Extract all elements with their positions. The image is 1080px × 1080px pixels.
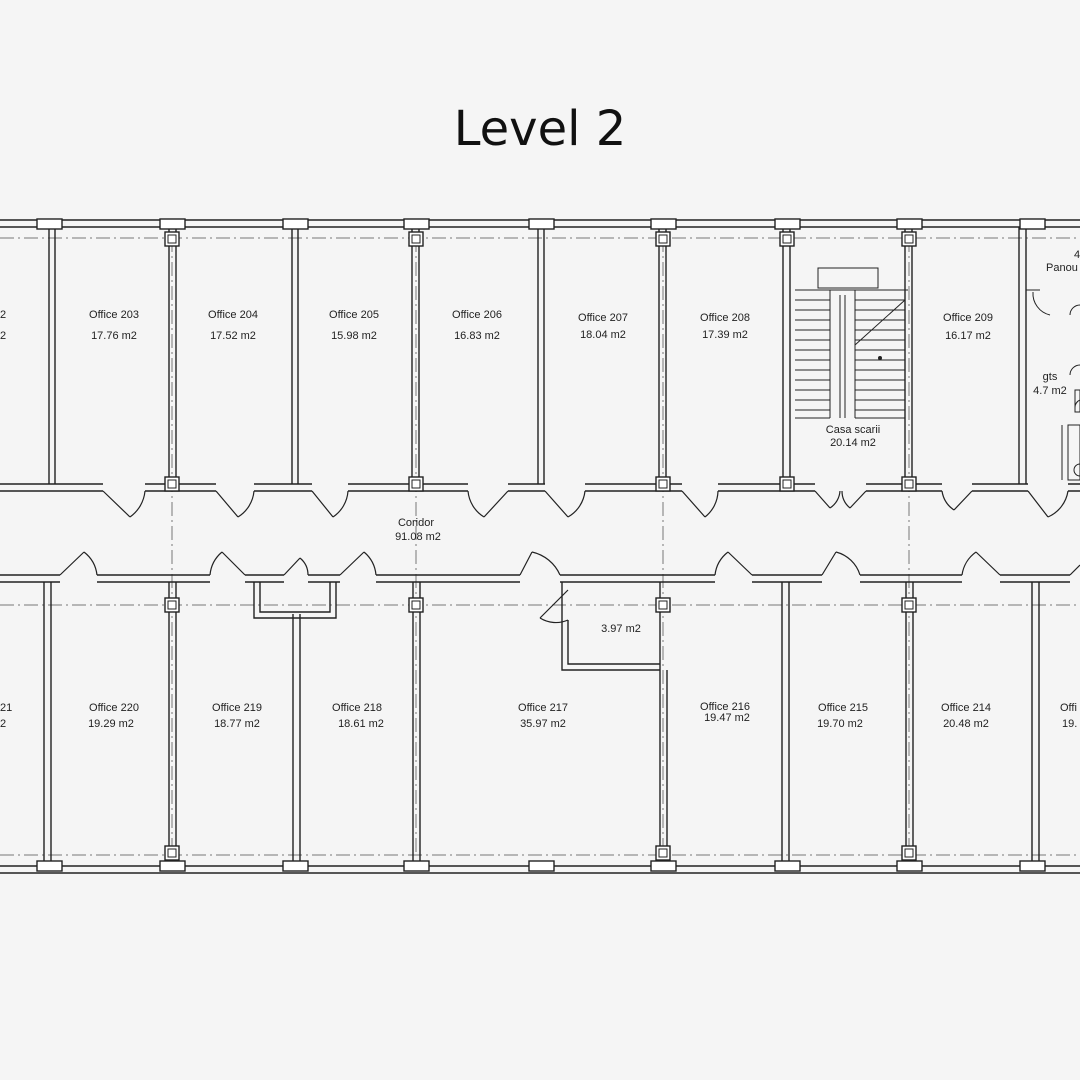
room-217-area: 35.97 m2 [520,718,566,730]
bottom-room-labels: 21 2 Office 220 19.29 m2 Office 219 18.7… [0,701,1077,730]
top-room-labels: 2 2 Office 203 17.76 m2 Office 204 17.52… [0,249,1080,449]
corridor-label: Coridor 91.08 m2 [395,517,441,543]
room-205-name: Office 205 [329,309,379,321]
room-218-area: 18.61 m2 [338,718,384,730]
room-213-area: 19. [1062,718,1077,730]
room-203-name: Office 203 [89,309,139,321]
room-209-name: Office 209 [943,312,993,324]
room-207-area: 18.04 m2 [580,329,626,341]
small-room-walls [561,582,660,671]
columns [164,231,917,861]
top-doors [102,490,1069,518]
room-214-name: Office 214 [941,702,991,714]
corridor-south-wall [0,574,1070,583]
room-220-area: 19.29 m2 [88,718,134,730]
room-219-name: Office 219 [212,702,262,714]
facade-mullions [36,218,1046,872]
top-partitions [48,227,1027,484]
plan-title: Level 2 [454,101,627,157]
room-202-area: 2 [0,330,6,342]
corridor-name: Coridor [398,517,434,529]
room-218-name: Office 218 [332,702,382,714]
room-220-name: Office 220 [89,702,139,714]
staircase-icon [795,267,908,419]
panou-name: Panou [1046,262,1078,274]
room-206-name: Office 206 [452,309,502,321]
panou-area: 4 [1074,249,1080,261]
room-216-area: 19.47 m2 [704,712,750,724]
room-219-area: 18.77 m2 [214,718,260,730]
room-203-area: 17.76 m2 [91,330,137,342]
gts-area: 4.7 m2 [1033,385,1067,397]
room-221-name: 21 [0,702,12,714]
room-217-name: Office 217 [518,702,568,714]
corridor-north-wall [0,483,1080,492]
room-213-name: Offi [1060,702,1077,714]
room-209-area: 16.17 m2 [945,330,991,342]
bottom-doors [59,551,1080,624]
room-204-area: 17.52 m2 [210,330,256,342]
exterior-walls [0,219,1080,874]
room-205-area: 15.98 m2 [331,330,377,342]
stair-area: 20.14 m2 [830,437,876,449]
corridor-area: 91.08 m2 [395,531,441,543]
room-202-name: 2 [0,309,6,321]
room-216-name: Office 216 [700,701,750,713]
room-208-name: Office 208 [700,312,750,324]
room-204-name: Office 204 [208,309,258,321]
bottom-partitions [43,582,1040,866]
room-206-area: 16.83 m2 [454,330,500,342]
room-208-area: 17.39 m2 [702,329,748,341]
small-room-area: 3.97 m2 [601,623,641,635]
stair-name: Casa scarii [826,424,880,436]
closet-219 [253,582,337,619]
room-215-area: 19.70 m2 [817,718,863,730]
gts-name: gts [1043,371,1058,383]
room-215-name: Office 215 [818,702,868,714]
structural-grid [0,237,1080,856]
room-221-area: 2 [0,718,6,730]
room-214-area: 20.48 m2 [943,718,989,730]
room-207-name: Office 207 [578,312,628,324]
